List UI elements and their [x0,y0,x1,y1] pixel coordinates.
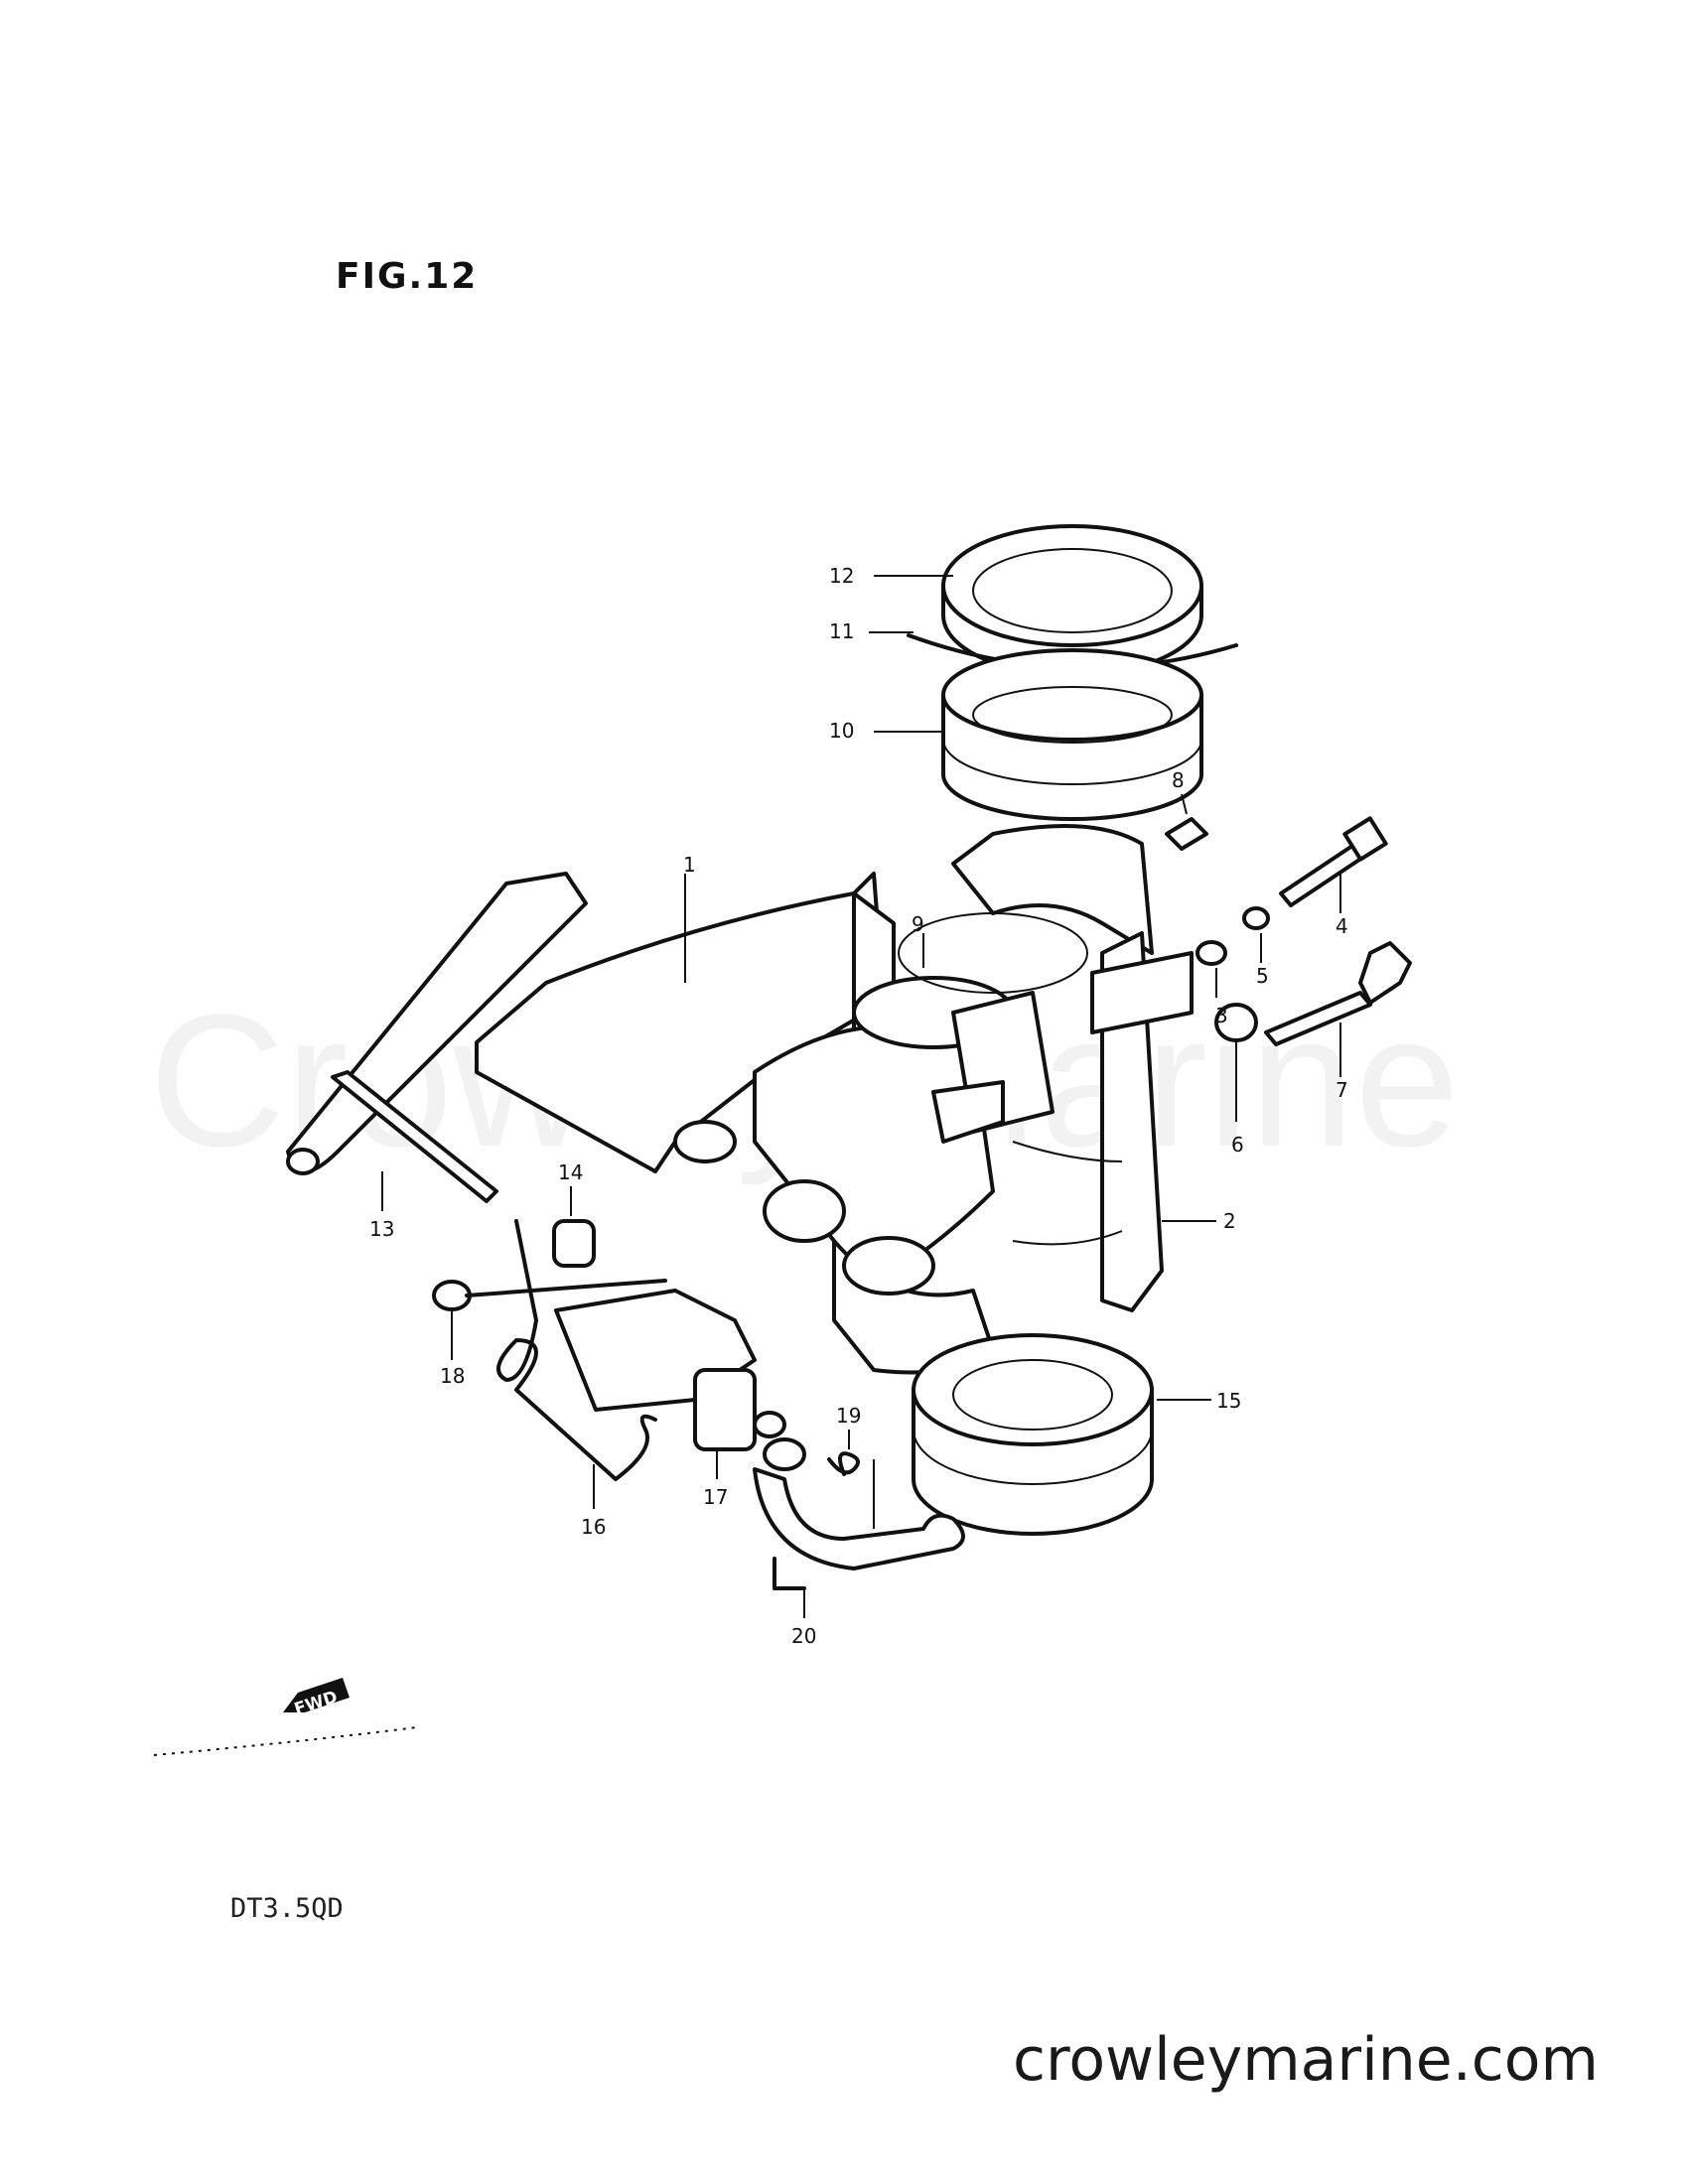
callout-17: 17 [703,1485,728,1509]
model-code: DT3.5QD [230,1893,344,1924]
callout-12: 12 [829,564,854,588]
callout-14: 14 [558,1160,583,1184]
part-20-plate [753,1437,965,1590]
callout-3: 3 [1215,1004,1228,1027]
callout-2: 2 [1223,1209,1236,1233]
part-15-bushing-bottom [912,1333,1154,1536]
part-13-tilt-lever [286,872,588,1203]
part-9-ring [898,912,1088,994]
callout-18: 18 [440,1364,465,1388]
callout-5: 5 [1256,964,1269,988]
callout-10: 10 [829,719,854,743]
callout-6: 6 [1231,1133,1244,1157]
part-4-bolt [1279,816,1388,907]
callout-11: 11 [829,619,854,643]
part-3-washer [1196,940,1227,966]
callout-19: 19 [836,1404,861,1428]
part-12-bushing-top [941,524,1203,677]
callout-7: 7 [1336,1078,1348,1102]
scan-noise [153,1726,418,1756]
leader-lines [381,575,1341,1618]
part-8-grease-nipple [1165,817,1208,851]
part-1-swivel-body [475,872,1055,1375]
part-2-clamp-bracket [951,824,1194,1312]
callout-16: 16 [581,1515,606,1539]
part-14-pin [552,1219,596,1268]
part-10-bearing [941,648,1203,821]
callout-9: 9 [912,912,924,936]
callout-numbers: 1 2 3 4 5 6 7 8 9 10 11 12 13 14 15 16 1… [369,564,1348,1648]
part-17-lock-assembly [554,1289,786,1451]
callout-8: 8 [1172,768,1185,792]
site-url[interactable]: crowleymarine.com [1013,2025,1599,2095]
part-16-spring [496,1219,657,1481]
part-5-washer [1242,906,1270,930]
figure-title: FIG.12 [336,256,479,297]
callout-4: 4 [1336,914,1348,938]
callout-13: 13 [369,1217,394,1241]
callout-15: 15 [1216,1389,1241,1413]
part-7-clamp-screw [1264,941,1412,1046]
callout-1: 1 [683,853,696,877]
callout-20: 20 [791,1624,816,1648]
forward-arrow-icon [283,1678,350,1712]
part-19-spring [827,1451,875,1529]
part-18-bolt [432,1279,667,1311]
